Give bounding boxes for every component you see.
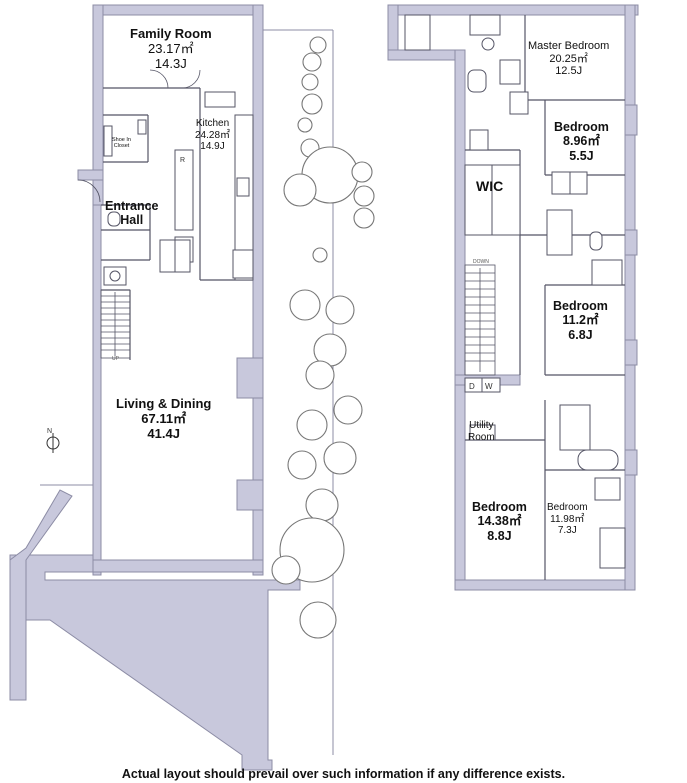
room-kitchen: Kitchen 24.28㎡ 14.9J xyxy=(195,118,230,153)
room-jo: 12.5J xyxy=(555,65,583,78)
room-name: Family Room xyxy=(130,26,212,41)
north-label: N xyxy=(47,428,52,435)
room-jo: 5.5J xyxy=(569,148,594,163)
dryer-label: D xyxy=(469,382,475,391)
left-unit-walls xyxy=(77,4,264,576)
shoe-closet-shelves xyxy=(103,119,147,157)
room-family-room: Family Room 23.17㎡ 14.3J xyxy=(130,26,212,72)
room-area: 11.98㎡ xyxy=(550,513,585,525)
north-arrow-icon xyxy=(46,433,60,453)
room-master-bedroom: Master Bedroom 20.25㎡ 12.5J xyxy=(528,40,609,78)
room-area: 14.38㎡ xyxy=(477,514,522,529)
room-area: 20.25㎡ xyxy=(549,52,588,65)
room-area: 8.96㎡ xyxy=(563,134,600,149)
room-jo: 41.4J xyxy=(147,425,180,441)
room-name: Shoe In Closet xyxy=(112,136,131,149)
room-name: Utility Room xyxy=(468,420,495,443)
room-name: Bedroom xyxy=(472,500,527,514)
room-name: Entrance Hall xyxy=(105,198,159,228)
disclaimer: Actual layout should prevail over such i… xyxy=(121,767,566,781)
room-utility: Utility Room xyxy=(468,397,495,455)
garden-trees xyxy=(271,36,375,639)
room-name: Master Bedroom xyxy=(528,40,610,52)
room-shoe-closet: Shoe In Closet xyxy=(112,124,131,156)
room-name: Kitchen xyxy=(195,118,230,129)
room-area: 24.28㎡ xyxy=(195,129,231,141)
right-unit-walls xyxy=(387,4,639,591)
room-jo: 14.9J xyxy=(200,141,225,152)
room-bedroom-c: Bedroom 14.38㎡ 8.8J xyxy=(472,500,527,543)
stairs-right xyxy=(464,264,496,376)
stair-down-label: DOWN xyxy=(473,259,489,265)
room-jo: 8.8J xyxy=(487,528,512,543)
room-area: 23.17㎡ xyxy=(148,40,194,56)
room-entrance-hall: Entrance Hall xyxy=(105,170,159,242)
room-area: 11.2㎡ xyxy=(562,313,599,328)
powder-room xyxy=(103,211,127,286)
room-wic: WIC xyxy=(476,178,503,194)
room-bedroom-d: Bedroom 11.98㎡ 7.3J xyxy=(547,502,588,537)
terrace xyxy=(9,489,301,771)
room-jo: 7.3J xyxy=(557,525,577,536)
washer-label: W xyxy=(485,382,493,391)
room-name: Bedroom xyxy=(554,120,609,134)
cabinet xyxy=(159,239,191,273)
room-jo: 6.8J xyxy=(568,327,593,342)
fridge-label: R xyxy=(180,157,185,164)
room-bedroom-a: Bedroom 8.96㎡ 5.5J xyxy=(554,120,609,163)
stair-up-label: UP xyxy=(112,356,120,362)
room-name: Living & Dining xyxy=(116,396,212,411)
room-jo: 14.3J xyxy=(154,55,187,71)
room-living-dining: Living & Dining 67.11㎡ 41.4J xyxy=(116,396,212,442)
stairs-left xyxy=(100,289,131,359)
doors-left xyxy=(77,69,201,203)
room-name: Bedroom xyxy=(553,299,608,313)
room-area: 67.11㎡ xyxy=(141,410,187,426)
right-fixtures xyxy=(404,14,626,569)
room-name: WIC xyxy=(476,178,504,194)
room-name: Bedroom xyxy=(547,502,588,513)
room-bedroom-b: Bedroom 11.2㎡ 6.8J xyxy=(553,299,608,342)
kitchen-counters xyxy=(174,91,254,281)
